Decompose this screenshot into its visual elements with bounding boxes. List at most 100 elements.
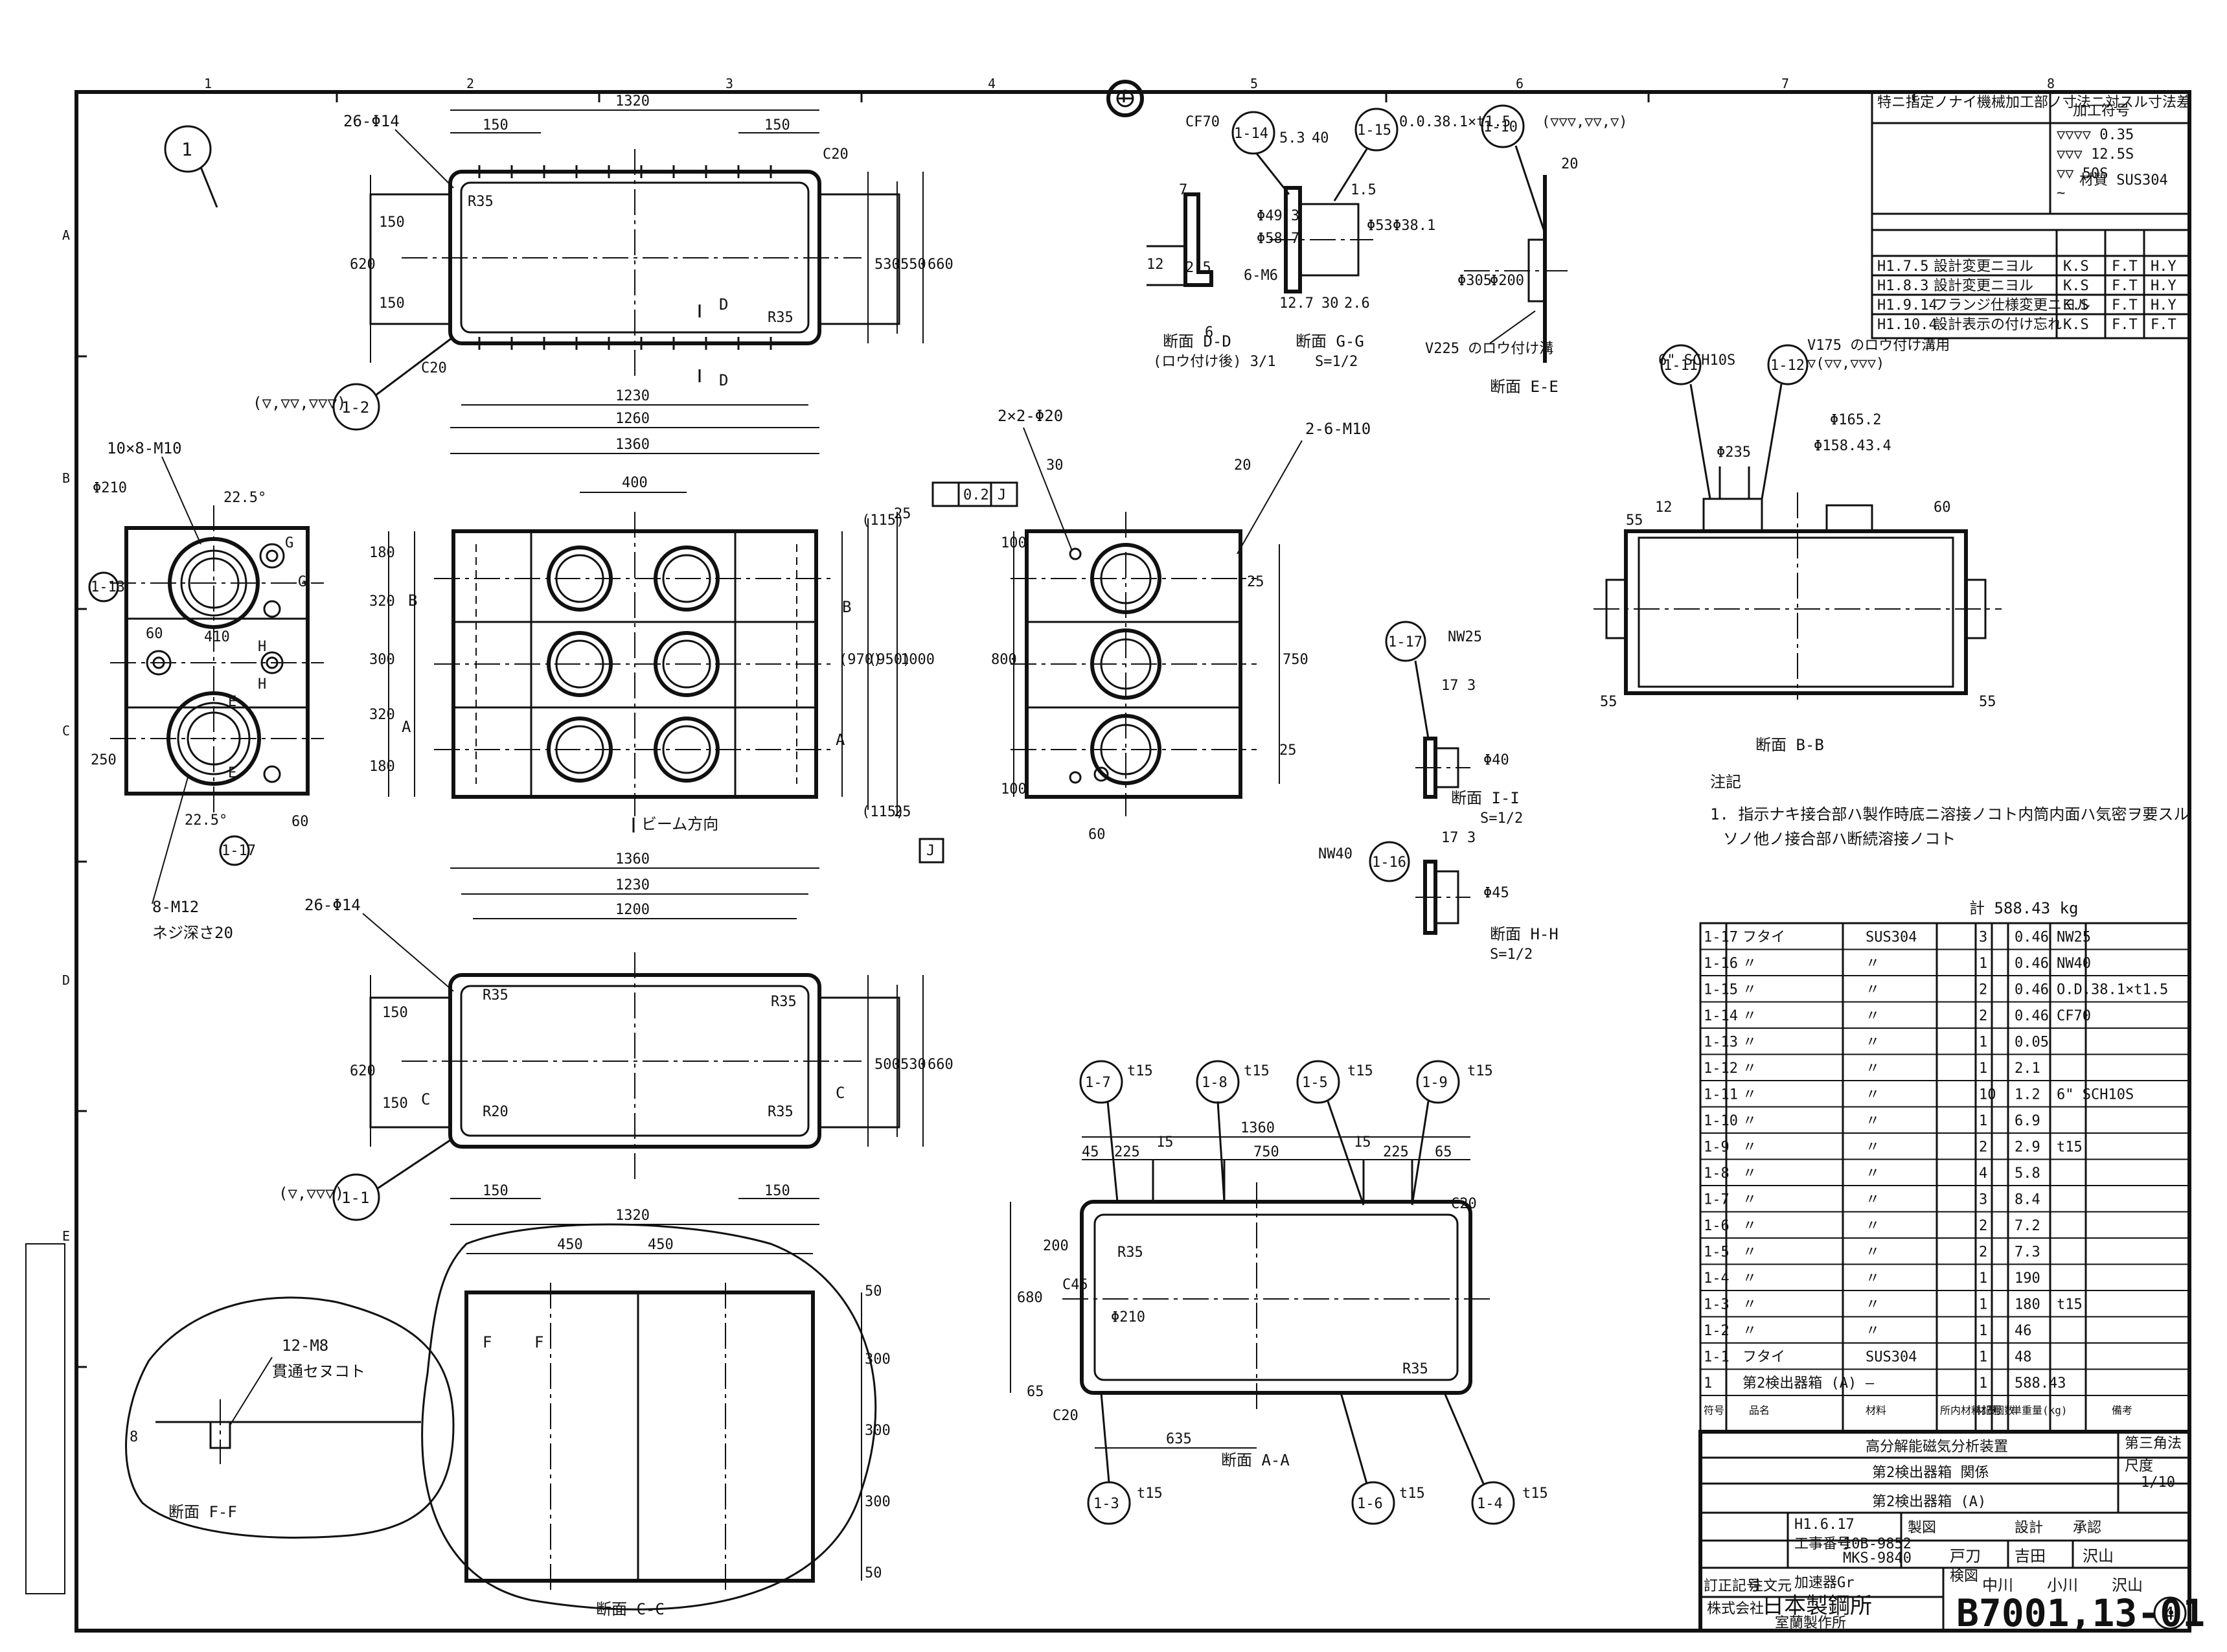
part-bubble-1-10: 1-10 [1481, 104, 1546, 234]
svg-text:(▽▽▽,▽▽,▽): (▽▽▽,▽▽,▽) [1542, 114, 1627, 130]
svg-text:(115): (115) [862, 512, 904, 529]
svg-text:620: 620 [350, 257, 376, 273]
svg-text:22.5°: 22.5° [185, 812, 227, 829]
svg-text:1320: 1320 [615, 1208, 650, 1224]
part-bubble-1-2: 1-2 [332, 336, 454, 431]
svg-text:320: 320 [369, 593, 395, 610]
grid-ticks [76, 92, 1915, 1368]
bom-cell-no: 1-3 [1704, 1297, 1730, 1313]
bom-cell-qty: 1 [1979, 1113, 1987, 1129]
bom-cell-no: 1-14 [1704, 1008, 1738, 1024]
flatness-frame [931, 481, 1018, 507]
svg-text:第2検出器箱 (A): 第2検出器箱 (A) [1872, 1494, 1986, 1510]
svg-text:1230: 1230 [615, 388, 650, 404]
svg-text:沢山: 沢山 [2083, 1547, 2114, 1565]
bom-cell-wt: 6.9 [2015, 1113, 2040, 1129]
bom-cell-no: 1-5 [1704, 1245, 1730, 1261]
svg-text:K.S: K.S [2063, 278, 2089, 294]
bom-cell-qty: 2 [1979, 1140, 1987, 1156]
svg-text:150: 150 [382, 1096, 408, 1112]
svg-text:断面 I-I: 断面 I-I [1451, 789, 1520, 807]
bom-cell-name: 〃 [1742, 1140, 1757, 1156]
svg-text:1-17: 1-17 [222, 843, 256, 859]
bom-cell-wt: 0.46 [2015, 956, 2049, 972]
bom-header-cell: 備考 [2112, 1405, 2132, 1417]
svg-text:特ニ指定ノナイ機械加工部ノ寸法ニ対スル寸法差: 特ニ指定ノナイ機械加工部ノ寸法ニ対スル寸法差 [1877, 95, 2191, 111]
bom-cell-wt: 7.2 [2015, 1218, 2040, 1234]
svg-text:検図: 検図 [1950, 1568, 1978, 1585]
svg-text:20: 20 [1234, 457, 1251, 474]
bom-cell-mat: 〃 [1866, 1245, 1880, 1261]
svg-text:G: G [285, 535, 293, 551]
svg-text:t15: t15 [1399, 1486, 1425, 1502]
svg-text:2.5: 2.5 [1185, 260, 1211, 276]
bom-cell-qty: 2 [1979, 1245, 1987, 1261]
svg-text:50: 50 [865, 1283, 882, 1300]
svg-text:300: 300 [369, 652, 395, 668]
svg-text:S=1/2: S=1/2 [1490, 946, 1533, 963]
svg-text:1200: 1200 [615, 902, 650, 918]
svg-text:30: 30 [1046, 457, 1064, 474]
section-g-g: 5.3 40 0.0.38.1×t1.5 Φ49.3 Φ58.7 Φ53 Φ38… [1244, 114, 1511, 370]
svg-text:C45: C45 [1062, 1277, 1088, 1293]
bom-cell-qty: 10 [1979, 1087, 1996, 1103]
svg-text:3.4: 3.4 [1866, 438, 1891, 454]
bom-cell-qty: 3 [1979, 1192, 1987, 1208]
svg-text:10×8-M10: 10×8-M10 [107, 439, 182, 457]
svg-text:660: 660 [928, 1057, 954, 1073]
svg-text:Φ38.1: Φ38.1 [1393, 218, 1435, 234]
svg-text:Φ45: Φ45 [1483, 885, 1509, 901]
svg-text:断面 D-D: 断面 D-D [1163, 332, 1231, 350]
bom-cell-wt: 8.4 [2015, 1192, 2040, 1208]
svg-text:H.Y: H.Y [2151, 278, 2176, 294]
section-e-e: (▽▽▽,▽▽,▽) 20 Φ305 Φ200 V225 のロウ付け溝 断面 E… [1425, 114, 1627, 396]
bom-cell-name: 〃 [1742, 1323, 1757, 1339]
bom-cell-note: NW40 [2057, 956, 2091, 972]
svg-text:R35: R35 [468, 194, 494, 210]
svg-text:635: 635 [1166, 1431, 1192, 1447]
bottom-view: 1360 1230 1200 620 150 150 500 530 660 1… [279, 851, 954, 1225]
bom-cell-wt: 1.2 [2015, 1087, 2040, 1103]
svg-text:3: 3 [1467, 830, 1476, 846]
svg-text:高分解能磁気分析装置: 高分解能磁気分析装置 [1866, 1439, 2008, 1455]
svg-text:工事番号: 工事番号 [1794, 1536, 1851, 1552]
svg-text:設計: 設計 [2015, 1520, 2043, 1536]
svg-text:A: A [836, 731, 845, 749]
svg-text:F.T: F.T [2112, 297, 2138, 314]
bom-header-cell: 材質 [1976, 1405, 1996, 1417]
svg-text:250: 250 [91, 752, 117, 768]
svg-text:320: 320 [369, 707, 395, 723]
svg-text:K.S: K.S [2063, 258, 2089, 275]
svg-text:5: 5 [1250, 76, 1258, 91]
bom-cell-note: t15 [2057, 1297, 2083, 1313]
svg-text:2.6: 2.6 [1344, 295, 1370, 312]
bom-cell-no: 1-16 [1704, 956, 1738, 972]
front-left-view: 10×8-M10 Φ210 22.5° 410 60 60 250 22.5° … [91, 439, 324, 942]
svg-text:貫通セヌコト: 貫通セヌコト [272, 1362, 365, 1381]
bom-cell-mat: 〃 [1866, 1008, 1880, 1024]
bom-cell-wt: 588.43 [2015, 1375, 2066, 1392]
svg-text:60: 60 [291, 814, 309, 830]
svg-text:25: 25 [894, 506, 911, 522]
bom-header-cell: 材料 [1866, 1405, 1886, 1417]
bom-cell-wt: 2.1 [2015, 1061, 2040, 1077]
svg-text:1360: 1360 [1240, 1120, 1275, 1136]
bom-cell-wt: 2.9 [2015, 1140, 2040, 1156]
bom-cell-name: 〃 [1742, 956, 1757, 972]
svg-text:t15: t15 [1244, 1063, 1270, 1079]
svg-text:C20: C20 [421, 360, 447, 376]
bom-cell-name: フタイ [1742, 930, 1785, 946]
svg-text:1360: 1360 [615, 437, 650, 453]
svg-text:17: 17 [1441, 830, 1459, 846]
bom-cell-no: 1 [1704, 1375, 1712, 1392]
svg-text:(ロウ付け後) 3/1: (ロウ付け後) 3/1 [1153, 354, 1275, 370]
svg-text:A: A [62, 227, 70, 243]
svg-text:12.7: 12.7 [1279, 295, 1314, 312]
svg-text:t15: t15 [1137, 1486, 1163, 1502]
svg-text:6: 6 [1516, 76, 1524, 91]
svg-text:中川: 中川 [1982, 1576, 2013, 1594]
svg-text:3: 3 [725, 76, 733, 91]
bom-cell-mat: 〃 [1866, 1035, 1880, 1051]
side-view: 2×2-Φ20 2-6-M10 30 20 100 800 750 100 25… [991, 407, 1371, 843]
svg-text:戸刀: 戸刀 [1950, 1547, 1981, 1565]
